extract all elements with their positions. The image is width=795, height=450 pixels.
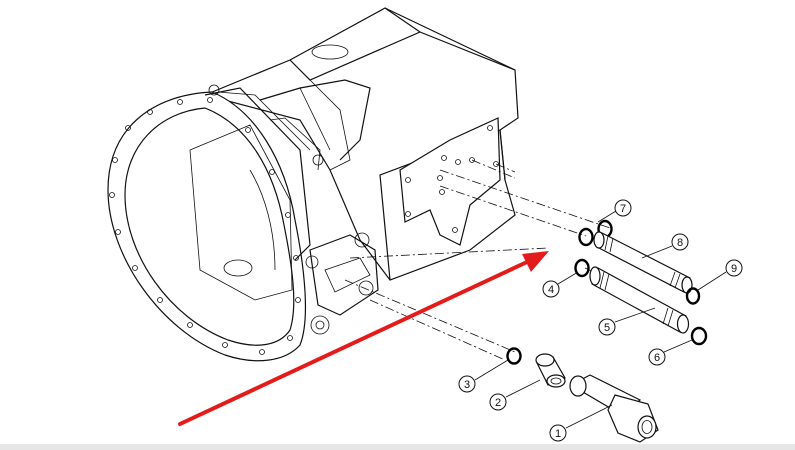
callout-7: 7 xyxy=(614,199,632,217)
callout-2: 2 xyxy=(489,393,507,411)
callout-balloon xyxy=(489,393,507,411)
callout-number: 9 xyxy=(731,263,737,275)
callout-number: 5 xyxy=(604,322,610,334)
callout-9: 9 xyxy=(725,259,743,277)
flange-bolt-holes xyxy=(109,97,301,355)
callout-number: 2 xyxy=(495,397,501,409)
callout-balloon xyxy=(598,318,616,336)
assembly-centerlines xyxy=(344,159,611,361)
callout-number: 1 xyxy=(555,428,561,440)
part-fitting-1 xyxy=(569,374,659,443)
part-oring-3 xyxy=(506,347,522,365)
callout-number: 4 xyxy=(548,284,554,296)
callout-6: 6 xyxy=(648,348,666,366)
callout-balloons: 1 2 3 4 5 6 7 8 9 xyxy=(458,199,743,442)
callout-5: 5 xyxy=(598,318,616,336)
transmission-housing xyxy=(203,7,519,335)
red-arrow xyxy=(178,251,549,426)
callout-balloon xyxy=(648,348,666,366)
part-oring-4 xyxy=(574,258,590,278)
callout-balloon xyxy=(542,280,560,298)
leader-lines xyxy=(474,210,727,429)
callout-number: 8 xyxy=(677,237,683,249)
callout-balloon xyxy=(549,424,567,442)
part-oring-9 xyxy=(685,287,701,305)
callout-number: 7 xyxy=(620,203,626,215)
part-spacer-2 xyxy=(535,353,566,388)
callout-balloon xyxy=(725,259,743,277)
callout-number: 6 xyxy=(654,352,660,364)
bottom-edge-bar xyxy=(0,444,795,450)
callout-balloon xyxy=(614,199,632,217)
bell-housing xyxy=(107,84,324,362)
callout-3: 3 xyxy=(458,375,476,393)
callout-balloon xyxy=(671,233,689,251)
callout-1: 1 xyxy=(549,424,567,442)
part-oring-6 xyxy=(690,326,708,346)
callout-8: 8 xyxy=(671,233,689,251)
part-tube-5 xyxy=(589,266,690,334)
part-oring-upper-left xyxy=(578,227,594,247)
callout-number: 3 xyxy=(464,379,470,391)
callout-balloon xyxy=(458,375,476,393)
callout-4: 4 xyxy=(542,280,560,298)
part-tube-8 xyxy=(593,231,693,294)
